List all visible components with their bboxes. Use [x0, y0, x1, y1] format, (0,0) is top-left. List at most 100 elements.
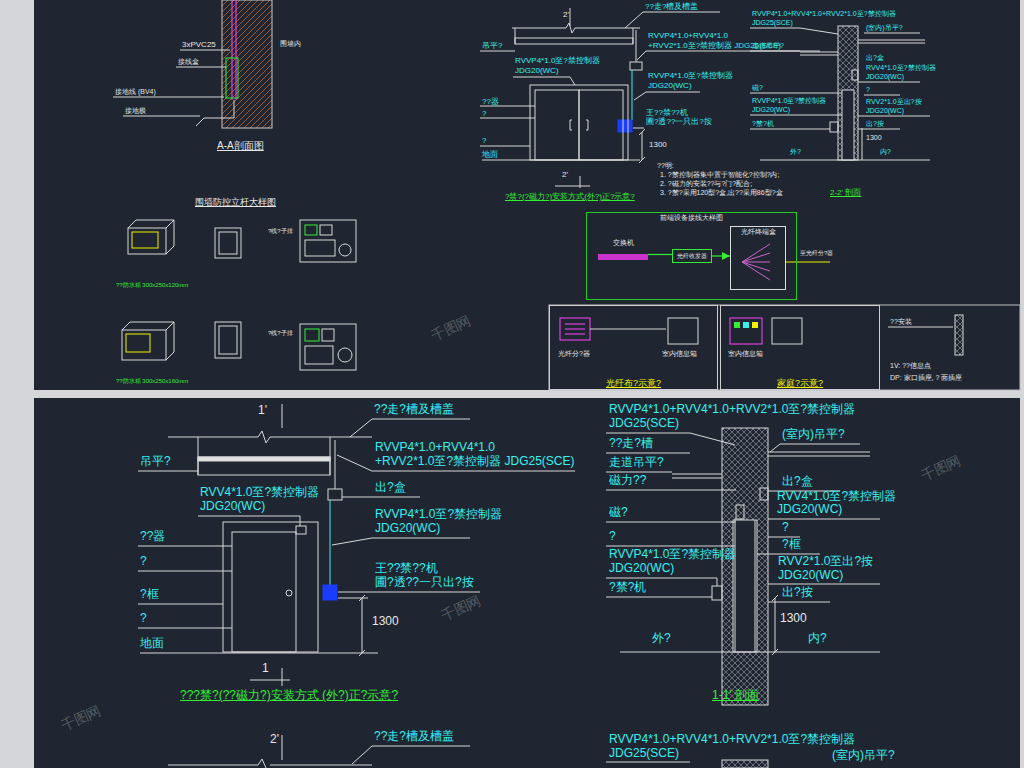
callout-text: 内? [808, 632, 827, 646]
wall-section [123, 116, 200, 117]
door-elevation [338, 598, 368, 599]
callout-text: +RVV2*1.0至?禁控制器 JDG25(SCE) [375, 455, 575, 469]
door-section [768, 452, 870, 456]
callout-text: RVV4*1.0至?禁控制器 [200, 486, 319, 500]
callout-text: (室内)吊平? [866, 24, 903, 32]
cabinet-sketch [126, 334, 150, 352]
callout-text: ?线?子排 [268, 228, 293, 235]
callout-text: RVV2*1.0至出?按 [866, 98, 922, 106]
callout-text: JDG20(WC) [777, 503, 842, 517]
callout-text: ? [482, 136, 486, 145]
door-elevation [342, 497, 420, 498]
door-elevation [138, 404, 575, 686]
callout-text: 磁力?? [609, 474, 646, 488]
callout-text: 王??禁??机 [646, 108, 688, 117]
door-elevation-small [634, 92, 700, 100]
callout-text: 接线盒 [178, 58, 199, 66]
door-elevation-small [618, 120, 632, 132]
callout-text: JDG25(SCE) [609, 747, 679, 761]
door-section [672, 474, 722, 478]
callout-text: 1300 [780, 612, 807, 626]
callout-text: 至光纤分?器 [800, 250, 833, 257]
wall-section [236, 0, 237, 100]
callout-text: 2' [563, 10, 569, 19]
door-section [772, 595, 778, 655]
callout-text: DP: 家口插座, ? 面插座 [890, 374, 962, 382]
door-elevation [350, 419, 470, 437]
fiber-layout-sketch [734, 322, 740, 328]
wall-section [222, 0, 272, 128]
fiber-link [648, 254, 672, 255]
callout-text: JDG20(WC) [515, 66, 559, 75]
callout-text: 磁? [609, 506, 628, 520]
fiber-wiring [786, 262, 830, 263]
callout-text: 1300 [866, 134, 882, 142]
fiber-layout-sketch [549, 305, 1020, 390]
callout-text: RVVP4*1.0+RVV4*1.0+RVV2*1.0至?禁控制器 [609, 403, 855, 417]
node-text: 光纤收发器 [677, 253, 707, 260]
callout-text: RVVP4*1.0至?禁控制器 [515, 56, 600, 65]
callout-text: 3xPVC25 [182, 40, 216, 49]
door-section [735, 520, 736, 652]
callout-text: ??明: [657, 162, 674, 170]
node-text: 家庭?示意? [777, 378, 823, 388]
callout-text: RVV4*1.0至?禁控制器 [866, 64, 936, 72]
door-section-small [750, 28, 838, 34]
callout-text: 圃?透??一只出?按 [646, 117, 712, 126]
door-elevation-small [625, 12, 720, 28]
door-elevation [198, 457, 330, 461]
wall-section [196, 100, 234, 126]
watermark: 千图网 [429, 312, 474, 344]
door-section-small [842, 90, 854, 160]
callout-text: 走道吊平? [752, 42, 784, 50]
callout-text: JDG20(WC) [375, 522, 440, 536]
panel-ground [34, 0, 1020, 768]
callout-text: ??器 [482, 97, 499, 106]
door-elevation [335, 440, 336, 489]
cabinet-sketch [300, 324, 356, 370]
door-elevation-small [633, 28, 634, 44]
door-elevation-small [480, 51, 515, 52]
door-elevation [359, 595, 365, 656]
door-elevation [138, 604, 223, 605]
callout-text: 3. ?禁?采用120型?盒,出??采用86型?盒 [660, 189, 783, 197]
callout-text: RVVP4*1.0+RVV4*1.0 [375, 441, 495, 455]
door-section-small [830, 122, 838, 132]
door-section-small [858, 116, 930, 117]
cabinet-sketch [122, 330, 166, 360]
callout-text: RVV2*1.0至出?按 [778, 555, 873, 569]
section-title: 1-1' 剖面 [712, 689, 759, 703]
callout-text: JDG20(WC) [609, 562, 674, 576]
callout-text: 1300 [372, 615, 399, 629]
door-section-small [864, 95, 900, 96]
door-elevation-cut [722, 760, 768, 768]
door-section [712, 586, 722, 600]
callout-text: 王??禁??机 [375, 562, 438, 576]
door-elevation-small [630, 62, 642, 70]
door-elevation-small [513, 77, 575, 85]
door-elevation [232, 532, 296, 652]
cabinet-sketch [305, 240, 335, 256]
callout-text: ?框 [140, 588, 159, 602]
callout-text: 1300 [649, 140, 667, 149]
door-section [736, 505, 744, 519]
section-title: 围墙防控立杆大样图 [195, 197, 276, 207]
door-section [606, 490, 736, 491]
callout-text: (室内)吊平? [832, 749, 895, 763]
node-text: 光纤布?示意? [606, 378, 661, 388]
cabinet-sketch [132, 232, 158, 248]
callout-text: JDG25(SCE) [752, 19, 793, 27]
callout-text: 室内信息箱 [728, 350, 763, 358]
door-elevation-cut [352, 746, 470, 764]
fiber-layout-sketch [772, 318, 802, 344]
transceiver-box: 光纤收发器 [672, 249, 712, 263]
door-elevation [337, 455, 575, 471]
cabinet-sketch [215, 228, 241, 258]
callout-text: 2. ?磁力的安装??与?门?配合; [660, 180, 752, 188]
callout-text: JDG20(WC) [866, 73, 904, 81]
node-text: 光纤终端盒 [741, 228, 776, 236]
fiber-layout-sketch [560, 318, 590, 340]
door-elevation [296, 526, 306, 534]
callout-text: RVVP4*1.0+RVV4*1.0 [648, 31, 728, 40]
callout-text: 2' [562, 170, 568, 179]
